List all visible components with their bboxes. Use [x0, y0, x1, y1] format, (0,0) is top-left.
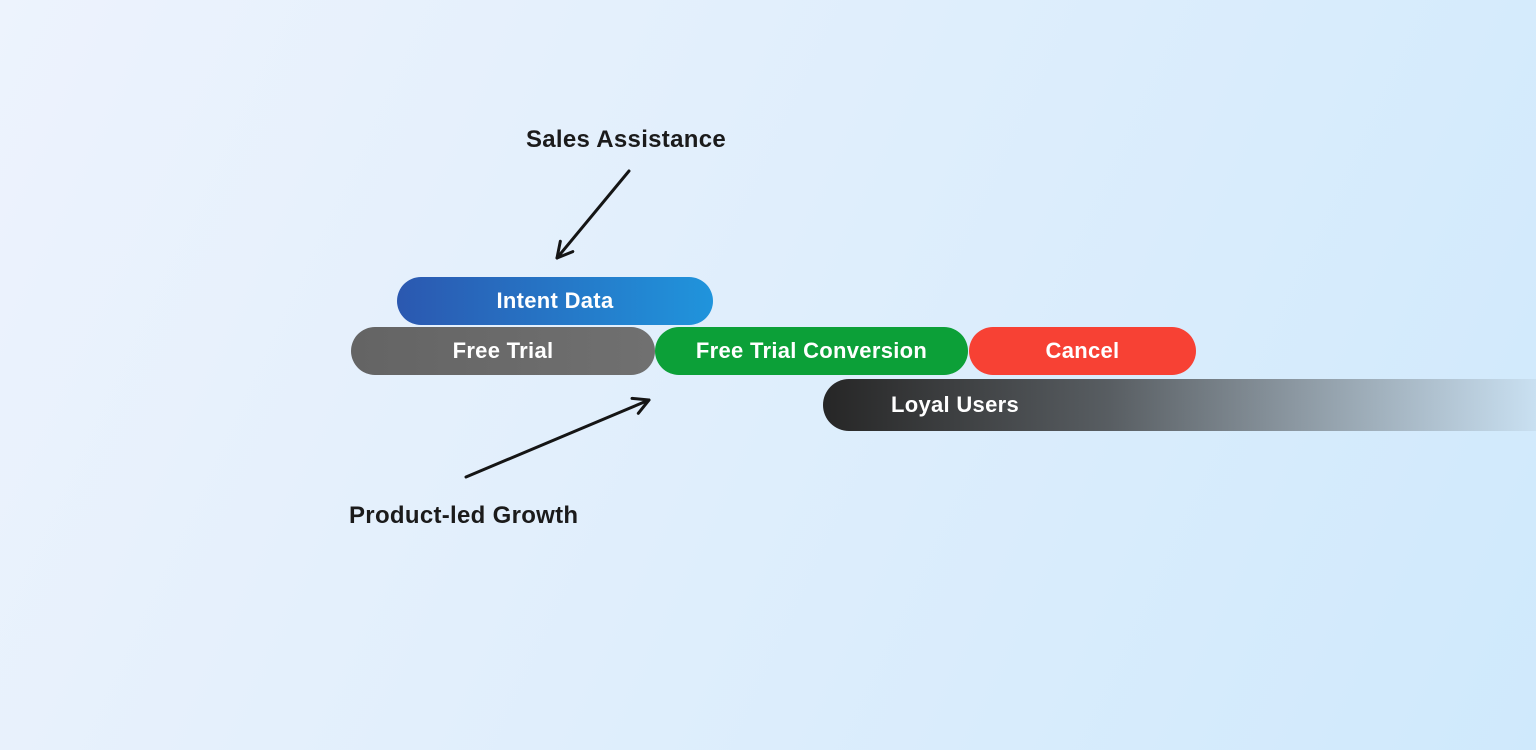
pill-cancel: Cancel	[969, 327, 1196, 375]
sales-assistance-arrow	[555, 169, 631, 260]
pill-intent-data: Intent Data	[397, 277, 713, 325]
pill-free-trial: Free Trial	[351, 327, 655, 375]
pill-cancel-label: Cancel	[1045, 338, 1120, 363]
bar-loyal-users-label: Loyal Users	[891, 392, 1020, 417]
pill-free-trial-conversion: Free Trial Conversion	[655, 327, 968, 375]
pill-free-trial-label: Free Trial	[452, 338, 554, 363]
bar-loyal-users: Loyal Users	[823, 379, 1536, 431]
sales-assistance-label: Sales Assistance	[525, 126, 727, 153]
pill-intent-data-label: Intent Data	[496, 288, 614, 313]
product-led-growth-label: Product-led Growth	[349, 502, 579, 529]
pill-free-trial-conversion-label: Free Trial Conversion	[695, 338, 928, 363]
product-led-growth-arrow	[464, 396, 651, 479]
